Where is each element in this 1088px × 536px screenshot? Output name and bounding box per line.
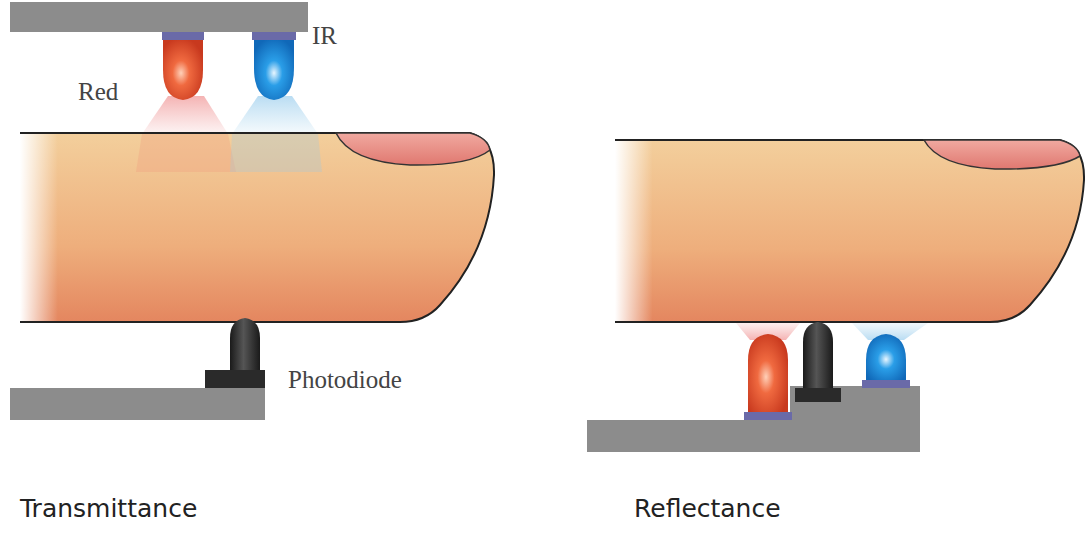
sensor-label: Photodiode [288,366,402,394]
led-label: IR [312,22,337,50]
led-label: Red [78,78,118,106]
mode-title: Reflectance [634,494,781,523]
mode-title: Transmittance [20,494,197,523]
